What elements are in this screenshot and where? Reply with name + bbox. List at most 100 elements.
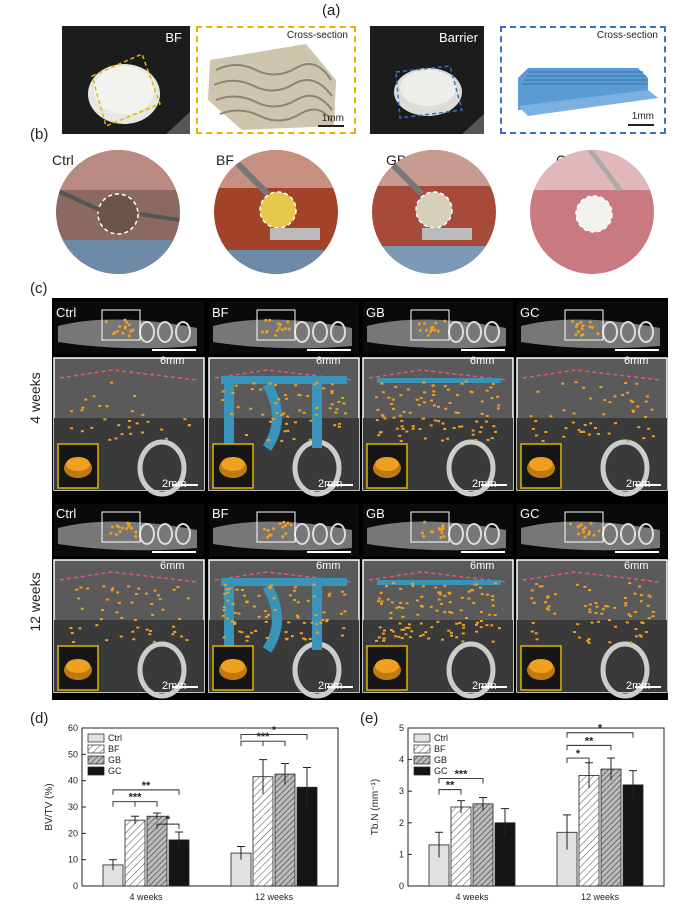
scale-bar-1	[318, 125, 344, 127]
bar-gb	[601, 769, 621, 886]
y-tick-label: 3	[399, 786, 404, 796]
significance-marker: ***	[257, 731, 271, 743]
ct-3d-inset	[521, 444, 561, 488]
legend-swatch	[88, 734, 104, 742]
significance-marker: *	[576, 748, 581, 760]
scale-bar-6mm	[307, 349, 351, 351]
y-axis-label: Tb.N (mm⁻¹)	[370, 779, 381, 835]
y-tick-label: 40	[68, 776, 78, 786]
ct-label-ctrl-12w: Ctrl	[56, 506, 76, 521]
legend-swatch	[414, 756, 430, 764]
scale-6mm-bf-12w: 6mm	[316, 560, 340, 572]
significance-marker: *	[598, 723, 603, 735]
row-label-4weeks: 4 weeks	[27, 363, 43, 433]
ct-3d-inset	[367, 444, 407, 488]
surgery-label-ctrl: Ctrl	[52, 152, 74, 168]
legend-label: GC	[108, 766, 122, 776]
scale-2mm-ctrl-12w: 2mm	[162, 680, 186, 692]
scale-2mm-gb-12w: 2mm	[472, 680, 496, 692]
x-tick-label: 4 weeks	[129, 892, 163, 902]
significance-marker: **	[142, 780, 151, 792]
ct-strip	[363, 504, 513, 556]
barrier-label: Barrier	[439, 30, 478, 45]
scale-6mm-gb-4w: 6mm	[470, 355, 494, 367]
barrier-cross-section-model	[508, 48, 658, 118]
cross-section-label-2: Cross-section	[597, 30, 658, 41]
ct-3d-inset	[213, 646, 253, 690]
y-tick-label: 60	[68, 723, 78, 733]
micro-ct-grid	[52, 298, 668, 700]
surgery-photo-gb	[372, 150, 496, 274]
panel-label-a: (a)	[322, 2, 340, 19]
scale-bar-6mm	[307, 551, 351, 553]
legend-label: GB	[108, 755, 121, 765]
ct-label-bf-4w: BF	[212, 305, 229, 320]
ct-strip	[517, 504, 667, 556]
barrier-photo: Barrier	[370, 26, 484, 134]
significance-marker: ***	[129, 792, 143, 804]
legend-swatch	[414, 734, 430, 742]
scale-2mm-ctrl-4w: 2mm	[162, 478, 186, 490]
ct-3d-inset	[521, 646, 561, 690]
surgery-photo-bf	[214, 150, 338, 274]
ct-strip	[209, 302, 359, 354]
scale-bar-6mm	[152, 349, 196, 351]
micro-ct-images	[52, 298, 668, 700]
bar-bf	[451, 807, 471, 886]
scale-6mm-bf-4w: 6mm	[316, 355, 340, 367]
barrier-cross-section-box: Cross-section 1mm	[500, 26, 666, 134]
scale-label-1: 1mm	[322, 113, 344, 124]
bar-bf	[125, 820, 145, 886]
ct-label-bf-12w: BF	[212, 506, 229, 521]
ct-label-gc-4w: GC	[520, 305, 540, 320]
bvtv-chart: 0102030405060BV/TV (%)4 weeks12 weeksCtr…	[30, 716, 350, 912]
scale-6mm-gb-12w: 6mm	[470, 560, 494, 572]
x-tick-label: 4 weeks	[455, 892, 489, 902]
legend-label: Ctrl	[108, 733, 122, 743]
legend-label: Ctrl	[434, 733, 448, 743]
y-tick-label: 30	[68, 802, 78, 812]
ct-3d-inset	[58, 444, 98, 488]
ct-strip	[54, 504, 204, 556]
bf-label: BF	[165, 30, 182, 45]
scale-bar-6mm	[461, 349, 505, 351]
y-tick-label: 2	[399, 818, 404, 828]
ct-strip	[209, 504, 359, 556]
row-label-12weeks: 12 weeks	[27, 563, 43, 641]
bar-gb	[275, 774, 295, 886]
significance-marker: ***	[455, 769, 469, 781]
ct-strip	[54, 302, 204, 354]
scale-6mm-ctrl-4w: 6mm	[160, 355, 184, 367]
tbn-chart: 012345Tb.N (mm⁻¹)4 weeks12 weeksCtrlBFGB…	[356, 716, 676, 912]
ct-3d-inset	[367, 646, 407, 690]
scale-2mm-bf-4w: 2mm	[318, 478, 342, 490]
scale-bar-2	[628, 124, 654, 126]
significance-marker: **	[585, 735, 594, 747]
scale-2mm-gc-12w: 2mm	[626, 680, 650, 692]
scale-bar-6mm	[461, 551, 505, 553]
legend-swatch	[88, 745, 104, 753]
surgery-photo-ctrl	[56, 150, 180, 274]
significance-marker: *	[166, 814, 171, 826]
y-axis-label: BV/TV (%)	[44, 783, 55, 830]
panel-label-c: (c)	[30, 280, 48, 297]
scale-2mm-gc-4w: 2mm	[626, 478, 650, 490]
x-tick-label: 12 weeks	[581, 892, 620, 902]
significance-marker: **	[446, 780, 455, 792]
bar-bf	[579, 775, 599, 886]
y-tick-label: 50	[68, 749, 78, 759]
scale-label-2: 1mm	[632, 111, 654, 122]
legend-swatch	[88, 767, 104, 775]
scale-6mm-gc-4w: 6mm	[624, 355, 648, 367]
scale-bar-6mm	[615, 349, 659, 351]
scale-bar-6mm	[152, 551, 196, 553]
ct-3d-inset	[58, 646, 98, 690]
ct-label-gb-4w: GB	[366, 305, 385, 320]
legend-label: GB	[434, 755, 447, 765]
legend-swatch	[88, 756, 104, 764]
bf-cross-section-box: Cross-section 1mm	[196, 26, 356, 134]
significance-marker: *	[272, 725, 277, 737]
y-tick-label: 0	[399, 881, 404, 891]
bar-gc	[623, 785, 643, 886]
ct-3d-inset	[213, 444, 253, 488]
